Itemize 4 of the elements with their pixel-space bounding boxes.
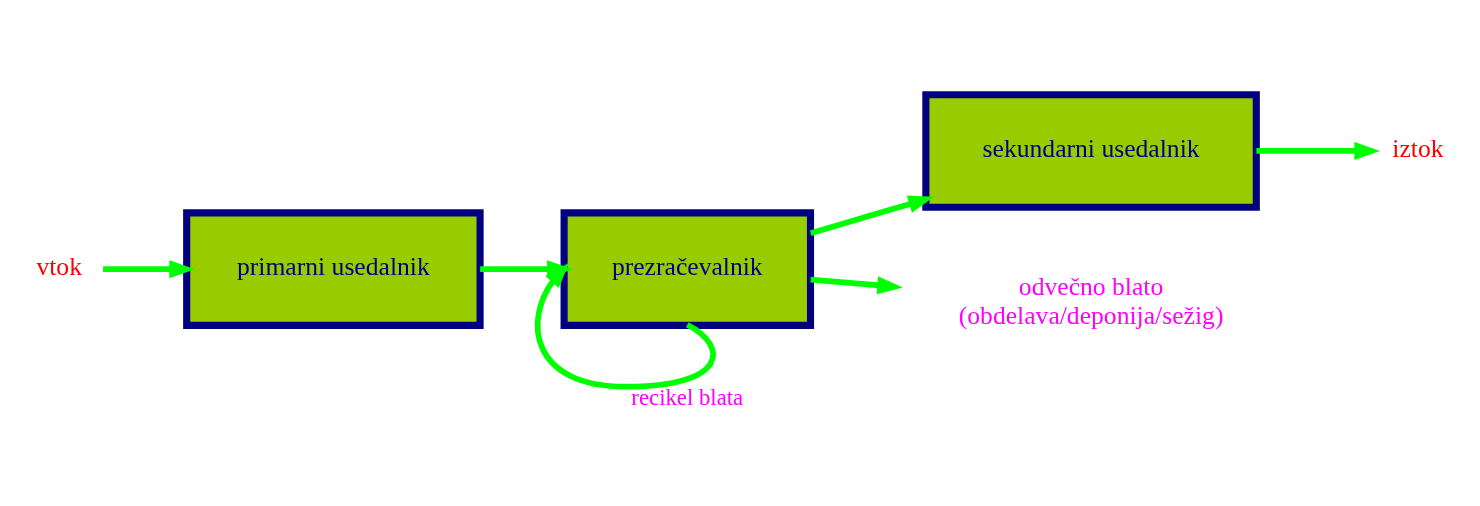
node-text: odvečno blato (obdelava/deponija/sežig) [958, 271, 1224, 330]
node-text: vtok [36, 251, 82, 281]
edge-label: recikel blata [631, 384, 744, 410]
node-text: iztok [1392, 133, 1444, 163]
